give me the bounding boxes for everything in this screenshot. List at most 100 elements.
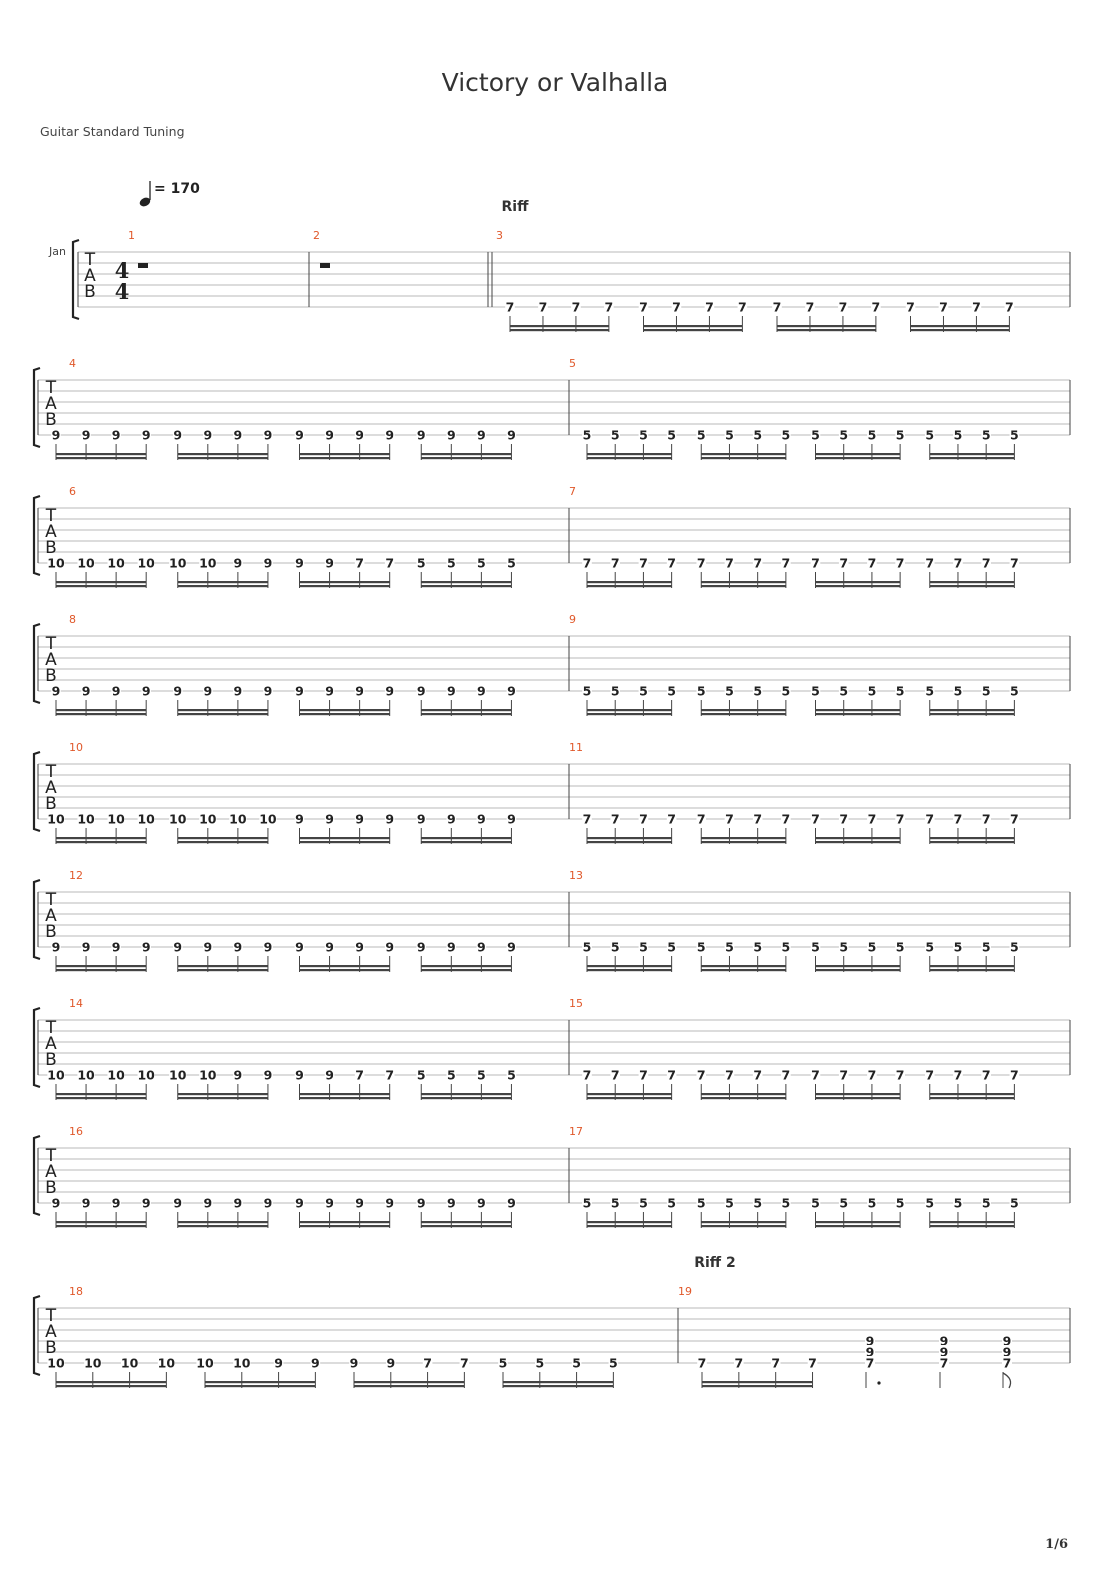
fret-mask	[233, 940, 243, 953]
fret-number: 9	[234, 1196, 243, 1211]
fret-number: 10	[77, 556, 95, 571]
fret-mask	[924, 1196, 935, 1209]
beam	[177, 457, 268, 460]
fret-mask	[263, 428, 273, 441]
fret-number: 7	[906, 300, 915, 315]
tab-clef-letter: A	[45, 522, 57, 542]
tab-clef-letter: B	[45, 538, 57, 558]
fret-mask	[172, 428, 183, 441]
fret-number: 7	[896, 812, 905, 827]
fret-mask	[867, 684, 877, 697]
fret-mask	[666, 1196, 677, 1209]
beam	[503, 1381, 614, 1384]
chord-fret-number: 9	[866, 1345, 875, 1360]
fret-number: 7	[698, 1356, 707, 1371]
fret-mask	[867, 1068, 877, 1081]
fret-mask	[838, 300, 848, 313]
fret-mask	[203, 428, 213, 441]
fret-number: 9	[173, 428, 182, 443]
fret-number: 7	[423, 1356, 432, 1371]
beam	[421, 457, 512, 460]
fret-mask	[47, 812, 65, 825]
fret-number: 9	[386, 1356, 395, 1371]
fret-mask	[384, 812, 395, 825]
fret-mask	[233, 428, 243, 441]
fret-number: 5	[667, 684, 676, 699]
fret-number: 5	[609, 1356, 618, 1371]
fret-mask	[781, 1196, 791, 1209]
fret-mask	[781, 556, 791, 569]
fret-number: 5	[417, 1068, 426, 1083]
fret-mask	[84, 1356, 102, 1369]
fret-mask	[416, 1068, 427, 1081]
beam	[299, 837, 390, 840]
fret-number: 7	[697, 556, 706, 571]
fret-mask	[981, 1068, 991, 1081]
fret-number: 7	[782, 1068, 791, 1083]
fret-number: 7	[725, 1068, 734, 1083]
fret-number: 7	[355, 556, 364, 571]
bar-number: 12	[69, 869, 83, 882]
fret-mask	[953, 428, 963, 441]
fret-number: 9	[295, 556, 304, 571]
fret-mask	[354, 428, 365, 441]
fret-number: 10	[259, 812, 277, 827]
fret-mask	[203, 1196, 213, 1209]
fret-number: 5	[811, 1196, 820, 1211]
fret-mask	[324, 1196, 335, 1209]
fret-number: 5	[753, 1196, 762, 1211]
beam	[56, 1221, 147, 1224]
fret-mask	[981, 1196, 991, 1209]
fret-number: 9	[295, 428, 304, 443]
fret-number: 9	[325, 812, 334, 827]
fret-mask	[895, 812, 905, 825]
beam	[815, 965, 901, 968]
fret-mask	[157, 1356, 175, 1369]
fret-number: 10	[107, 1068, 125, 1083]
fret-number: 7	[808, 1356, 817, 1371]
fret-mask	[324, 684, 335, 697]
beam	[701, 969, 786, 972]
fret-number: 5	[583, 428, 592, 443]
fret-number: 9	[477, 940, 486, 955]
beam	[177, 1225, 268, 1228]
fret-mask	[141, 428, 151, 441]
fret-mask	[1002, 1356, 1012, 1369]
fret-mask	[666, 556, 677, 569]
fret-mask	[696, 1196, 707, 1209]
fret-number: 9	[477, 684, 486, 699]
fret-mask	[610, 1196, 621, 1209]
fret-number: 5	[447, 556, 456, 571]
fret-number: 5	[982, 1196, 991, 1211]
fret-mask	[838, 812, 849, 825]
fret-mask	[582, 428, 592, 441]
bar-number: 10	[69, 741, 83, 754]
fret-number: 5	[925, 428, 934, 443]
fret-number: 5	[725, 684, 734, 699]
fret-mask	[169, 1068, 187, 1081]
fret-number: 10	[77, 812, 95, 827]
fret-number: 5	[839, 940, 848, 955]
fret-mask	[867, 812, 877, 825]
beam	[56, 969, 147, 972]
fret-number: 9	[477, 1196, 486, 1211]
fret-mask	[696, 1068, 707, 1081]
fret-number: 10	[137, 556, 155, 571]
fret-number: 5	[583, 940, 592, 955]
fret-mask	[953, 684, 963, 697]
fret-number: 5	[954, 684, 963, 699]
bar-number: 6	[69, 485, 76, 498]
fret-mask	[47, 1068, 65, 1081]
system-bracket	[32, 494, 41, 577]
fret-mask	[571, 300, 581, 313]
fret-mask	[169, 556, 187, 569]
fret-number: 5	[639, 684, 648, 699]
fret-mask	[137, 812, 155, 825]
fret-number: 9	[325, 556, 334, 571]
fret-number: 5	[811, 940, 820, 955]
tab-clef-letter: T	[45, 634, 57, 654]
fret-number: 5	[611, 684, 620, 699]
fret-mask	[638, 940, 649, 953]
dotted-rhythm-dot	[877, 1381, 881, 1385]
fret-number: 9	[507, 1196, 516, 1211]
